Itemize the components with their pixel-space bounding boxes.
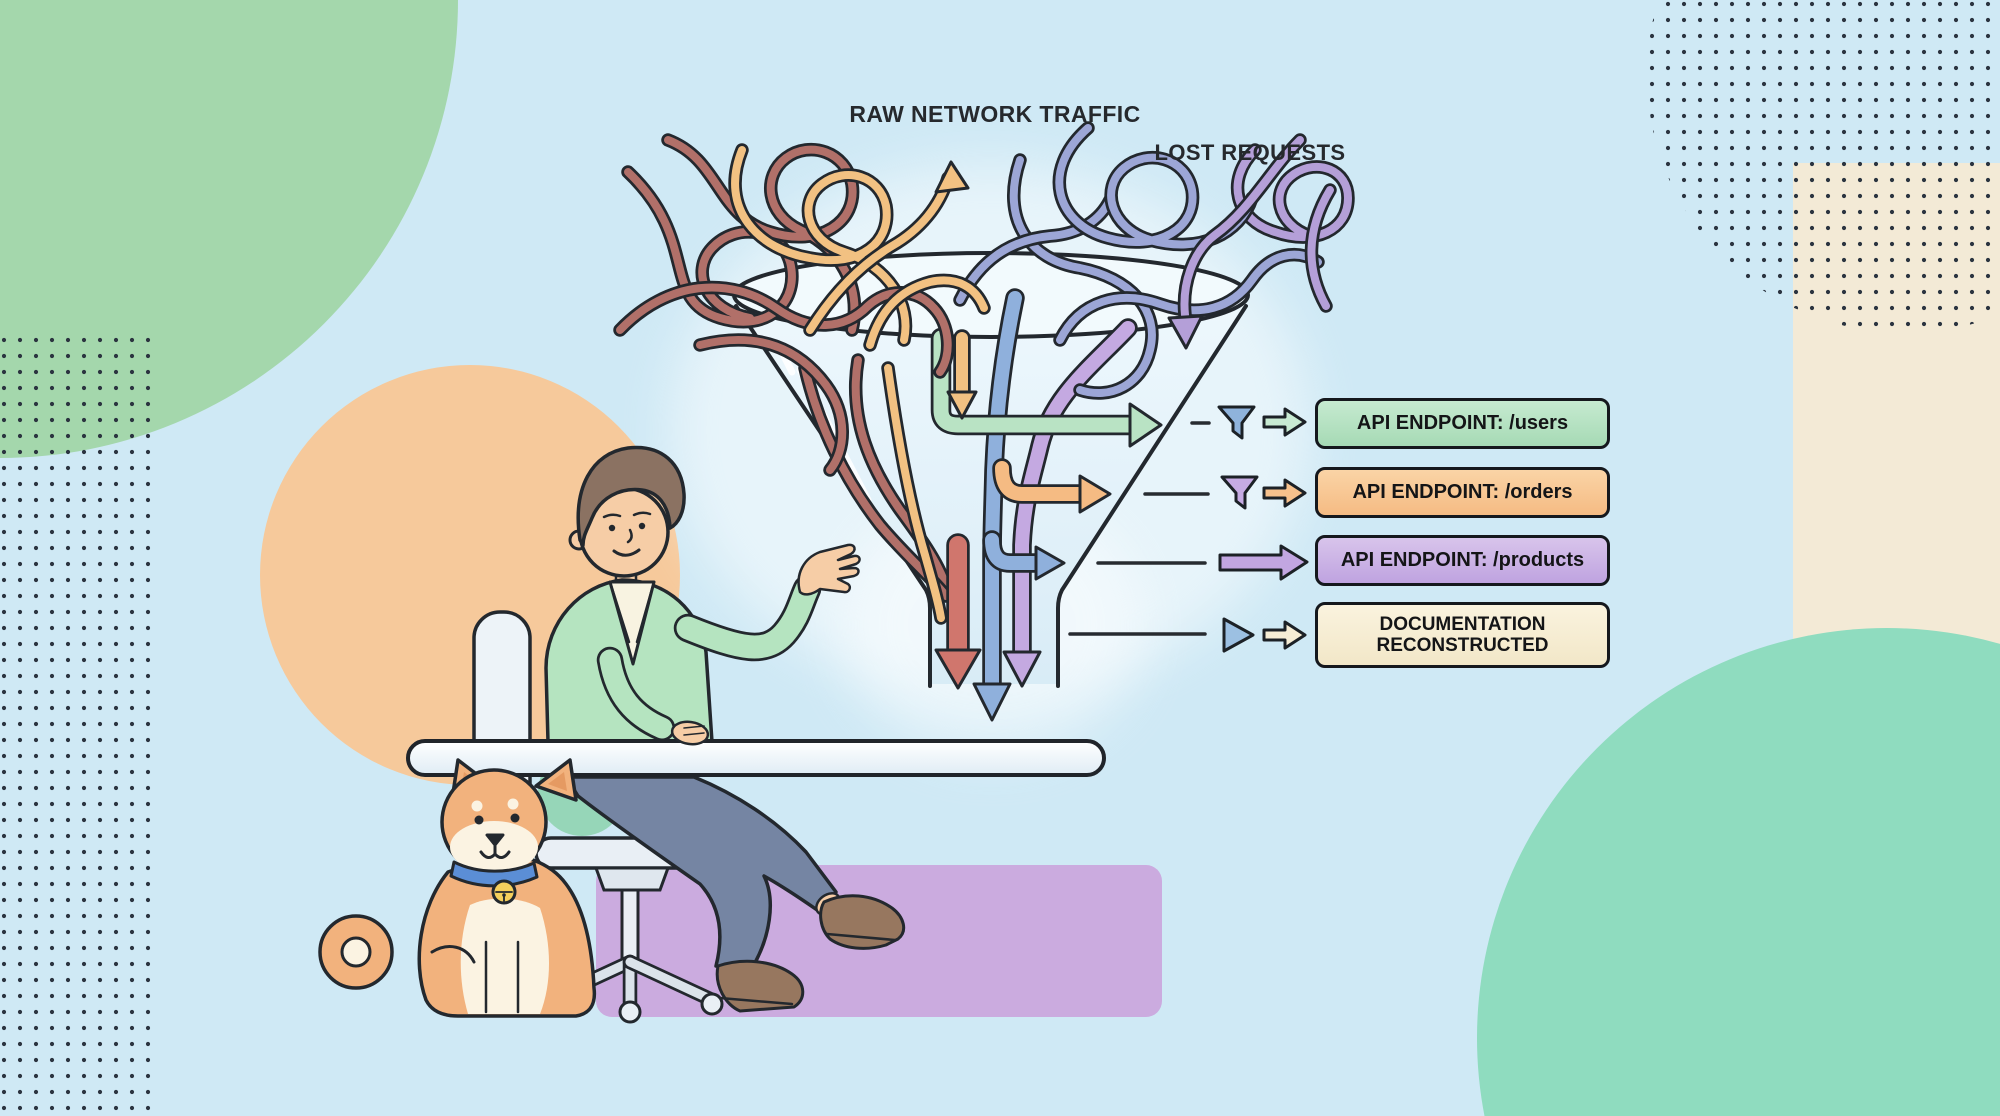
- chair-pedestal: [620, 888, 640, 967]
- tangle-purple: [1307, 186, 1334, 310]
- block-arrow-icon-docs: [1262, 620, 1307, 650]
- dog-brow-mark: [507, 798, 519, 810]
- stream-orange-elbow: [995, 461, 1087, 501]
- person-shoe-sole: [718, 996, 794, 1006]
- person-legs: [564, 775, 838, 970]
- funnel-streams: [798, 288, 1163, 722]
- person-arm-gesturing: [676, 577, 819, 659]
- documentation-box: DOCUMENTATION RECONSTRUCTED: [1315, 602, 1610, 668]
- tangle-blue: [1056, 250, 1322, 344]
- teal-circle: [1477, 628, 2000, 1116]
- documentation-box-line2: RECONSTRUCTED: [1376, 635, 1549, 656]
- shiba-dog: [318, 758, 597, 1018]
- lost-requests-label: LOST REQUESTS: [1154, 140, 1346, 165]
- person-hand-on-desk: [670, 720, 710, 746]
- orange-arrow-head: [1078, 474, 1112, 514]
- stream-orange-a: [884, 364, 945, 622]
- green-arrow-head: [1128, 402, 1163, 448]
- chair-wheel: [700, 992, 724, 1016]
- dog-collar: [449, 860, 539, 888]
- tangle-blue-cross: [956, 196, 1114, 304]
- documentation-box-line1: DOCUMENTATION: [1379, 614, 1546, 635]
- endpoint-box-users: API ENDPOINT: /users: [1315, 398, 1610, 449]
- rejected-arrow-head: [934, 648, 982, 690]
- stream-red-a: [851, 356, 952, 596]
- person-hand-open: [797, 543, 861, 596]
- dog-ear-inner: [548, 772, 567, 791]
- jacket-lapels: [608, 580, 656, 644]
- dog-tail-inner: [340, 936, 372, 968]
- dog-mouth: [479, 844, 511, 859]
- dog-front-legs: [484, 940, 520, 1014]
- blue-down-arrow-head: [972, 682, 1012, 722]
- orange-mini-arrow-head: [946, 390, 978, 420]
- dots-circle: [1647, 0, 2000, 333]
- stream-purple: [1015, 321, 1135, 663]
- dog-chest: [460, 898, 549, 1014]
- chair-seat-support: [593, 866, 671, 892]
- funnel-filter-icon-orders: [1220, 475, 1259, 510]
- tangle-red: [624, 168, 796, 326]
- dog-eye: [474, 815, 484, 825]
- long-arrow-icon-products: [1218, 544, 1309, 581]
- orange-up-arrow-head: [934, 160, 970, 194]
- endpoint-box-users-label: API ENDPOINT: /users: [1356, 412, 1569, 434]
- funnel-filter-icon-users: [1217, 405, 1256, 440]
- endpoint-box-products-label: API ENDPOINT: /products: [1340, 549, 1585, 571]
- dog-nose: [485, 833, 505, 847]
- dog-brow-mark: [471, 800, 483, 812]
- raw-network-traffic-label: RAW NETWORK TRAFFIC: [849, 101, 1141, 127]
- purple-arrow-head: [1002, 650, 1042, 688]
- dog-haunch: [430, 945, 476, 964]
- output-rows: [1068, 405, 1309, 653]
- tangle-blue: [1055, 124, 1256, 249]
- chair-wheel: [618, 1000, 642, 1024]
- tangle-orange: [731, 146, 910, 344]
- person-face-features: [602, 511, 652, 557]
- dog-bell-hole: [502, 893, 506, 897]
- purple-down-arrow-head: [1167, 314, 1204, 350]
- tangle-orange-up: [806, 174, 952, 334]
- person-hair: [576, 445, 686, 547]
- tangle-orange: [866, 276, 988, 349]
- desk: [406, 739, 1106, 777]
- stream-green: [933, 330, 1138, 433]
- endpoint-box-products: API ENDPOINT: /products: [1315, 535, 1610, 586]
- blue-right-arrow-head: [1034, 545, 1066, 581]
- block-arrow-icon-users: [1262, 407, 1307, 437]
- endpoint-box-orders-label: API ENDPOINT: /orders: [1352, 481, 1573, 503]
- dog-eye: [510, 813, 520, 823]
- endpoint-box-orders: API ENDPOINT: /orders: [1315, 467, 1610, 518]
- block-arrow-icon-orders: [1262, 478, 1307, 508]
- person-arm-resting: [599, 649, 673, 739]
- tangled-traffic: [613, 121, 1355, 477]
- tangle-purple-down: [1180, 136, 1304, 319]
- dots-strip: [0, 335, 157, 1116]
- tangle-red: [696, 335, 847, 474]
- play-triangle-icon-docs: [1222, 617, 1255, 653]
- tangle-blue: [1009, 156, 1156, 398]
- funnel-wall-left: [734, 304, 932, 688]
- funnel-wall-right: [1056, 304, 1248, 688]
- person-shoe-sole: [825, 932, 897, 942]
- stream-blue-branch: [985, 533, 1043, 570]
- tangle-red: [616, 283, 952, 376]
